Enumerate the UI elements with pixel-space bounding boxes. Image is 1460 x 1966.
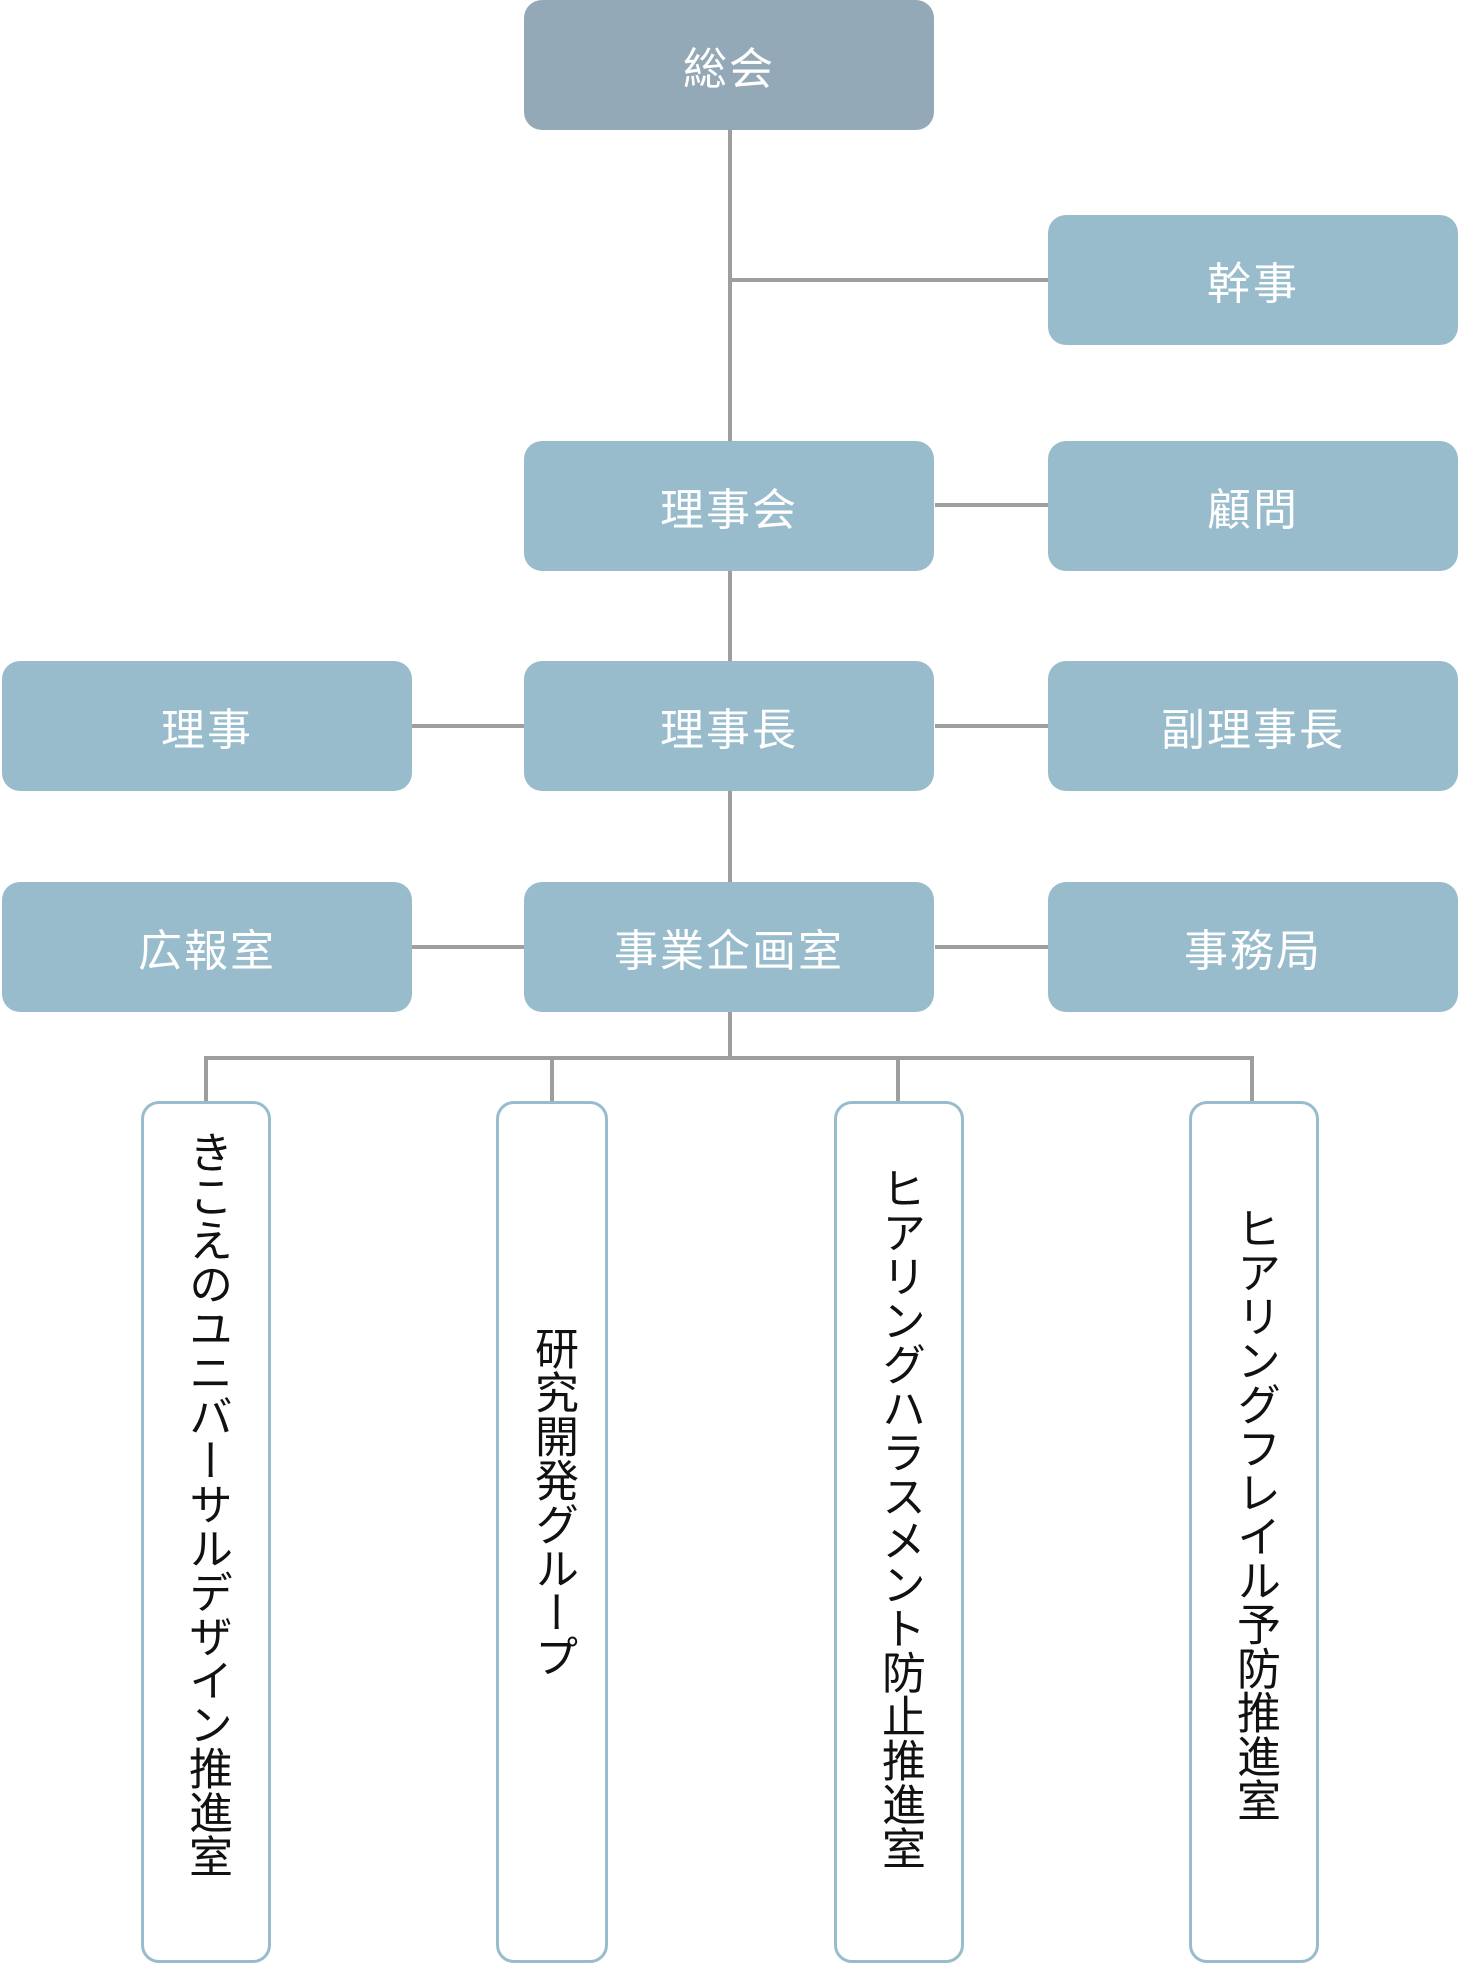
director-box: 理事 (2, 661, 412, 791)
secretariat-label: 事務局 (1184, 926, 1322, 977)
auditor-label: 幹事 (1207, 259, 1299, 310)
general-assembly-label: 総会 (683, 44, 775, 95)
vice-chairman-box: 副理事長 (1048, 661, 1458, 791)
board-box: 理事会 (524, 441, 934, 571)
chairman-label: 理事長 (660, 705, 798, 756)
director-label: 理事 (161, 705, 253, 756)
auditor-box: 幹事 (1048, 215, 1458, 345)
board-label: 理事会 (660, 485, 798, 536)
unit-box-universal-design: きこえのユニバーサルデザイン推進室 (141, 1101, 271, 1963)
unit-label-harassment: ヒアリングハラスメント防止推進室 (874, 1166, 925, 1870)
unit-label-research: 研究開発グループ (527, 1326, 578, 1678)
unit-box-frailty: ヒアリングフレイル予防推進室 (1189, 1101, 1319, 1963)
advisor-label: 顧問 (1207, 485, 1299, 536)
pr-office-label: 広報室 (138, 926, 276, 977)
vice-chairman-label: 副理事長 (1161, 705, 1345, 756)
pr-office-box: 広報室 (2, 882, 412, 1012)
secretariat-box: 事務局 (1048, 882, 1458, 1012)
chairman-box: 理事長 (524, 661, 934, 791)
unit-box-research: 研究開発グループ (496, 1101, 608, 1963)
unit-box-harassment: ヒアリングハラスメント防止推進室 (834, 1101, 964, 1963)
planning-office-box: 事業企画室 (524, 882, 934, 1012)
unit-label-frailty: ヒアリングフレイル予防推進室 (1229, 1206, 1280, 1822)
unit-label-universal-design: きこえのユニバーサルデザイン推進室 (181, 1130, 232, 1878)
advisor-box: 顧問 (1048, 441, 1458, 571)
planning-office-label: 事業企画室 (614, 926, 844, 977)
general-assembly-box: 総会 (524, 0, 934, 130)
